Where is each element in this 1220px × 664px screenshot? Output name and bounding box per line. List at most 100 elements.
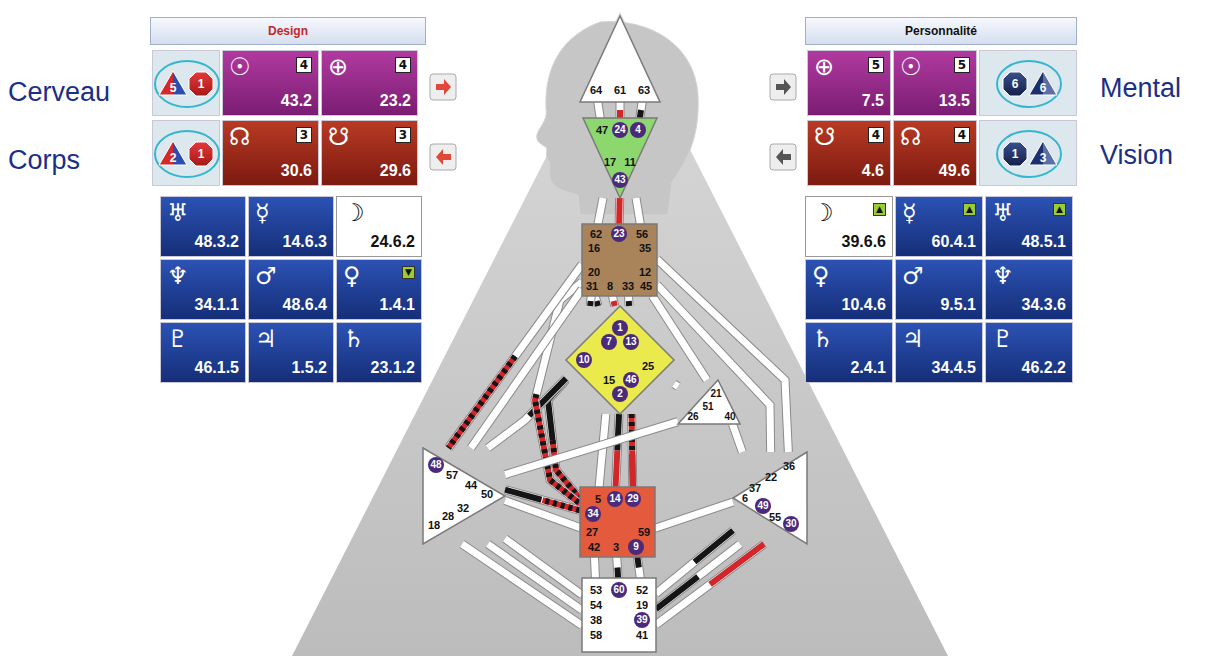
gate-number: 17: [604, 157, 616, 168]
channel-line: [636, 198, 640, 224]
gate-number: 45: [640, 281, 652, 292]
planet-cell: ♀▼1.4.1: [336, 259, 422, 320]
planet-glyph: ☉: [900, 55, 922, 79]
energy-center: 1713102515462: [566, 306, 674, 414]
active-gate: 34: [585, 506, 601, 522]
planet-cell: ♃34.4.5: [895, 322, 983, 383]
gate-number: 47: [596, 125, 608, 136]
planet-glyph: ☉: [229, 55, 251, 79]
channel-line: [637, 557, 640, 578]
arrow-icons: [980, 121, 1078, 187]
channel-line: [655, 502, 733, 528]
arrow-label: Vision: [1100, 142, 1173, 169]
gate-line-number: 43.2: [281, 93, 312, 109]
energy-center: 21512640: [678, 380, 740, 424]
energy-center: 514293427594239: [580, 487, 655, 557]
gate-number: 11: [624, 157, 636, 168]
gate-number: 63: [638, 85, 650, 96]
active-gate: 43: [612, 172, 628, 188]
channel-line: [598, 102, 600, 118]
gate-number: 15: [603, 375, 615, 386]
channel-line: [628, 296, 630, 306]
lunar-node-cell: ☋44.6: [807, 120, 891, 186]
gate-line-number: 13.5: [939, 93, 970, 109]
planet-cell: ♇46.2.2: [985, 322, 1073, 383]
panel-header: Design: [150, 17, 426, 45]
gate-number: 41: [636, 630, 648, 641]
channel-line: [462, 544, 582, 625]
gate-number: 64: [590, 85, 602, 96]
gate-number: 12: [639, 267, 651, 278]
gate-number: 53: [590, 585, 602, 596]
arrow-label: Corps: [8, 147, 80, 174]
gate-number: 51: [702, 402, 713, 412]
arrow-number: 1: [198, 148, 205, 160]
color-box: 3: [395, 127, 411, 143]
arrow-label: Mental: [1100, 75, 1181, 102]
gate-number: 44: [465, 480, 477, 491]
energy-center: 3622376495530: [733, 452, 807, 544]
gate-line-number: 34.1.1: [195, 297, 239, 313]
planet-glyph: ⊕: [814, 55, 834, 79]
gate-line-number: 48.6.4: [283, 297, 327, 313]
planet-cell: ♅▲48.5.1: [985, 196, 1073, 257]
gate-number: 33: [622, 281, 634, 292]
channel-line: [590, 296, 591, 306]
gate-number: 21: [710, 389, 721, 399]
energy-center: 646163: [580, 16, 660, 102]
planet-glyph: ♀: [812, 264, 830, 288]
gate-number: 32: [457, 503, 469, 514]
planet-glyph: ♇: [167, 327, 189, 351]
arrow-number: 6: [1012, 78, 1019, 90]
planet-cell: ☿14.6.3: [248, 196, 334, 257]
gate-number: 16: [588, 243, 600, 254]
active-gate: 60: [611, 582, 627, 598]
planet-glyph: ☿: [902, 201, 917, 225]
body-triangle: [292, 12, 948, 656]
gate-number: 58: [590, 630, 602, 641]
color-box: 5: [954, 57, 970, 73]
gate-number: 36: [783, 461, 795, 472]
sun-earth-cell: ⊕423.2: [321, 50, 418, 116]
planet-cell: ☽▲39.6.6: [805, 196, 893, 257]
gate-number: 18: [428, 520, 440, 531]
planet-glyph: ♃: [255, 327, 277, 351]
gate-line-number: 14.6.3: [283, 234, 327, 250]
arrow-button: [430, 144, 456, 170]
active-gate: 24: [612, 122, 628, 138]
planet-glyph: ♃: [902, 327, 924, 351]
lunar-node-cell: ☊330.6: [222, 120, 319, 186]
channel-line: [619, 198, 620, 224]
gate-number: 57: [446, 470, 458, 481]
arrow-number: 5: [170, 82, 177, 94]
arrow-number: 6: [1040, 82, 1047, 94]
channel-line: [632, 414, 633, 487]
color-box: 4: [954, 127, 970, 143]
planet-glyph: ♅: [167, 201, 189, 225]
arrow-icons: [980, 51, 1078, 117]
fixing-marker: ▲: [963, 203, 976, 216]
gate-line-number: 48.3.2: [195, 234, 239, 250]
arrow-number: 2: [170, 152, 177, 164]
planet-cell: ☿▲60.4.1: [895, 196, 983, 257]
gate-line-number: 46.2.2: [1022, 360, 1066, 376]
planet-glyph: ⊕: [328, 55, 348, 79]
planet-cell: ♅ 48.3.2: [160, 196, 246, 257]
gate-number: 27: [586, 527, 598, 538]
panel-header: Personnalité: [805, 17, 1077, 45]
gate-line-number: 23.2: [380, 93, 411, 109]
gate-number: 59: [638, 527, 650, 538]
color-box: 4: [296, 57, 312, 73]
planet-glyph: ♂: [902, 264, 924, 288]
planet-panel: Personnalité⊕57.5☉513.566☋44.6☊449.613☽▲…: [800, 15, 1082, 390]
gate-line-number: 30.6: [281, 163, 312, 179]
active-gate: 49: [755, 498, 771, 514]
planet-cell: ♀10.4.6: [805, 259, 893, 320]
planet-glyph: ♂: [255, 264, 277, 288]
fixing-marker: ▲: [873, 203, 886, 216]
gate-number: 55: [769, 512, 781, 523]
gate-number: 54: [590, 600, 602, 611]
planet-cell: ♂ 48.6.4: [248, 259, 334, 320]
profile-cell: 51: [152, 50, 220, 116]
